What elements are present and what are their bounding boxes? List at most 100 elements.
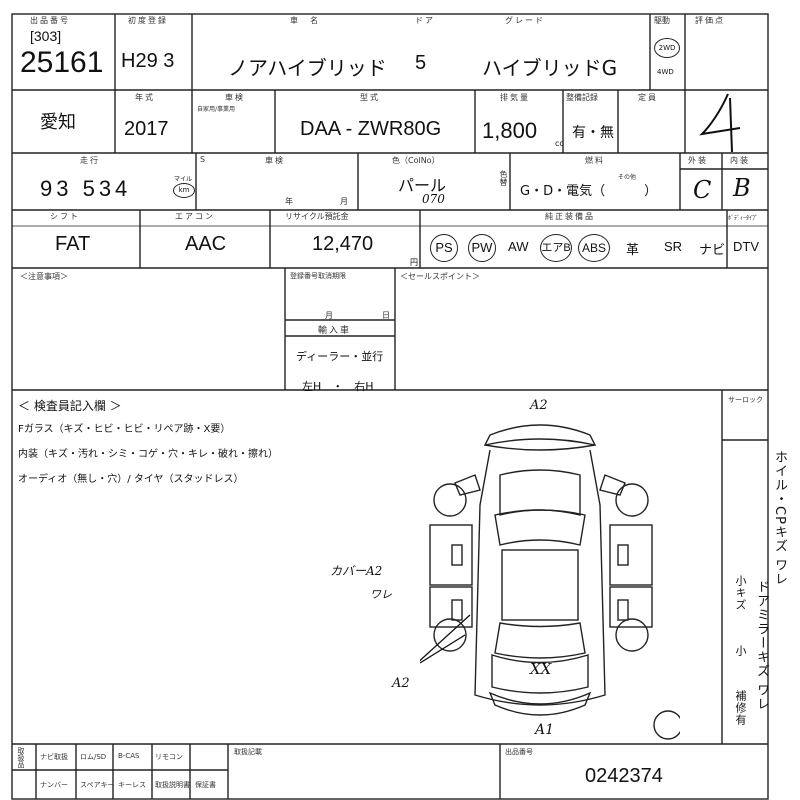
bottom-label-5: ナンバー <box>40 781 68 789</box>
note-front: A2 <box>530 398 548 413</box>
cert-label: 車検 <box>225 93 245 102</box>
color-label: 色（ColNo） <box>392 156 440 165</box>
reg-expiry-month: 月 <box>325 311 335 320</box>
mileage-label: 走行 <box>80 156 100 165</box>
fuel-sub: その他 <box>618 174 637 181</box>
note-left-low: A2 <box>392 676 410 691</box>
first-reg-value: H29 3 <box>121 50 175 72</box>
exterior-label: 外装 <box>688 156 708 165</box>
equip-airbag: エアB <box>540 234 572 262</box>
equipment-label: 純正装備品 <box>545 212 595 221</box>
handle-label: 左H ・ 右H <box>302 380 374 393</box>
score-label: 評価点 <box>695 16 725 25</box>
drive-label: 駆動 <box>654 16 670 25</box>
model-year-label: 年式 <box>135 93 155 102</box>
first-reg-label: 初度登録 <box>128 16 168 25</box>
bottom-label-4: リモコン <box>155 753 183 761</box>
right-note-4: 小 <box>734 645 747 657</box>
grade-value: ハイブリッドG <box>482 56 618 80</box>
cert-sub-label: 自家用/事業用 <box>197 106 236 113</box>
displacement-label: 排気量 <box>500 93 530 102</box>
capacity-label: 定員 <box>638 93 658 102</box>
door-label: ドア <box>415 16 435 25</box>
bottom-label-0: 取扱品 <box>17 747 25 768</box>
doc-number: 0242374 <box>585 765 663 787</box>
right-note-2: 小キズ <box>734 575 747 611</box>
insp-line-2: 内装（キズ・汚れ・シミ・コゲ・穴・キレ・破れ・擦れ） <box>18 449 278 460</box>
record-value: 有・無 <box>572 125 614 141</box>
record-label: 整備記録 <box>566 93 598 102</box>
model-label: 型式 <box>360 93 380 102</box>
color-side-label: 色替 <box>499 170 508 186</box>
note-rear: A1 <box>535 722 555 738</box>
shift-label: シフト <box>50 212 80 221</box>
aircon-label: エアコン <box>175 212 215 221</box>
mileage-mile: マイル <box>174 176 193 183</box>
bottom-label-9: 保証書 <box>195 781 216 789</box>
extra-right-label: ﾎﾞﾃﾞｨｰﾀｲﾌﾟ <box>728 215 759 222</box>
doc-no-label: 出品番号 <box>505 748 533 756</box>
recycle-label: リサイクル預託金 <box>285 212 349 221</box>
reg-expiry-label: 登録番号取消期限 <box>290 272 346 280</box>
equip-pw: PW <box>468 234 496 262</box>
insp-line-1: Fガラス（キズ・ヒビ・ヒビ・リペア跡・X要） <box>18 424 231 435</box>
right-note-1: ホイル・CPキズ ワレ <box>772 450 787 587</box>
car-name-label: 車 名 <box>290 16 320 25</box>
color-code: 070 <box>422 192 445 206</box>
fuel-value: G・D・電気（ ） <box>520 184 658 199</box>
color-name: パール <box>398 176 447 195</box>
bottom-label-3: B-CAS <box>118 752 140 760</box>
equip-abs: ABS <box>578 234 610 262</box>
right-note-5: 補修有 <box>734 690 747 726</box>
bottom-label-8: 取扱説明書 <box>155 781 190 789</box>
displacement-value: 1,800 <box>482 118 538 143</box>
equip-aw: AW <box>508 239 529 254</box>
note-left-sub: ワレ <box>370 588 392 601</box>
bottom-label-6: スペアキー <box>80 781 115 789</box>
lot-label: 出品番号 <box>30 16 70 25</box>
equip-dtv: DTV <box>733 239 759 254</box>
mileage-value: 93 534 <box>40 176 132 201</box>
equip-navi: ナビ <box>699 242 726 257</box>
year-char: 年 <box>285 197 295 206</box>
note-rear-marks: XX <box>530 660 552 678</box>
doors-value: 5 <box>415 52 427 74</box>
mileage-km: km <box>173 183 195 198</box>
other-label: 取扱記載 <box>234 748 262 756</box>
reg-expiry-day: 日 <box>382 311 392 320</box>
notes-label: ＜注意事項＞ <box>20 272 68 281</box>
aircon-value: AAC <box>185 233 227 255</box>
interior-label: 内装 <box>730 156 750 165</box>
recycle-unit: 円 <box>410 258 418 267</box>
equip-sr: SR <box>664 239 683 254</box>
car-diagram <box>420 424 680 740</box>
cc-unit: cc <box>555 139 564 148</box>
bottom-label-1: ナビ取扱 <box>40 753 68 761</box>
bottom-label-7: キーレス <box>118 781 146 789</box>
score-mark <box>699 93 741 153</box>
shift-value: FAT <box>55 233 91 255</box>
car-name-value: ノアハイブリッド <box>228 56 387 80</box>
recycle-value: 12,470 <box>312 233 374 255</box>
year-value: 2017 <box>124 118 169 140</box>
sunroof-label: サーロック <box>728 396 763 404</box>
equip-leather: 革 <box>626 242 640 257</box>
equip-ps: PS <box>430 234 458 262</box>
dealer-label: ディーラー・並行 <box>296 350 384 363</box>
s-mark: S <box>200 155 208 164</box>
insp-line-3: オーディオ（無し・穴）/ タイヤ（スタッドレス） <box>18 474 244 485</box>
drive-2wd: 2WD <box>654 38 680 58</box>
model-value: DAA - ZWR80G <box>300 118 442 140</box>
month-char: 月 <box>340 197 350 206</box>
inspection-label: 車検 <box>265 156 285 165</box>
lot-bracket: [303] <box>30 28 62 44</box>
note-left-cover: カバーA2 <box>330 564 383 578</box>
score-value: 4 <box>712 110 713 111</box>
bottom-label-2: ロム/SD <box>80 753 107 761</box>
inspector-label: ＜ 検査員記入欄 ＞ <box>18 399 122 413</box>
drive-4wd: 4WD <box>657 68 674 76</box>
lot-number: 25161 <box>20 46 104 79</box>
exterior-value: C <box>693 176 712 204</box>
